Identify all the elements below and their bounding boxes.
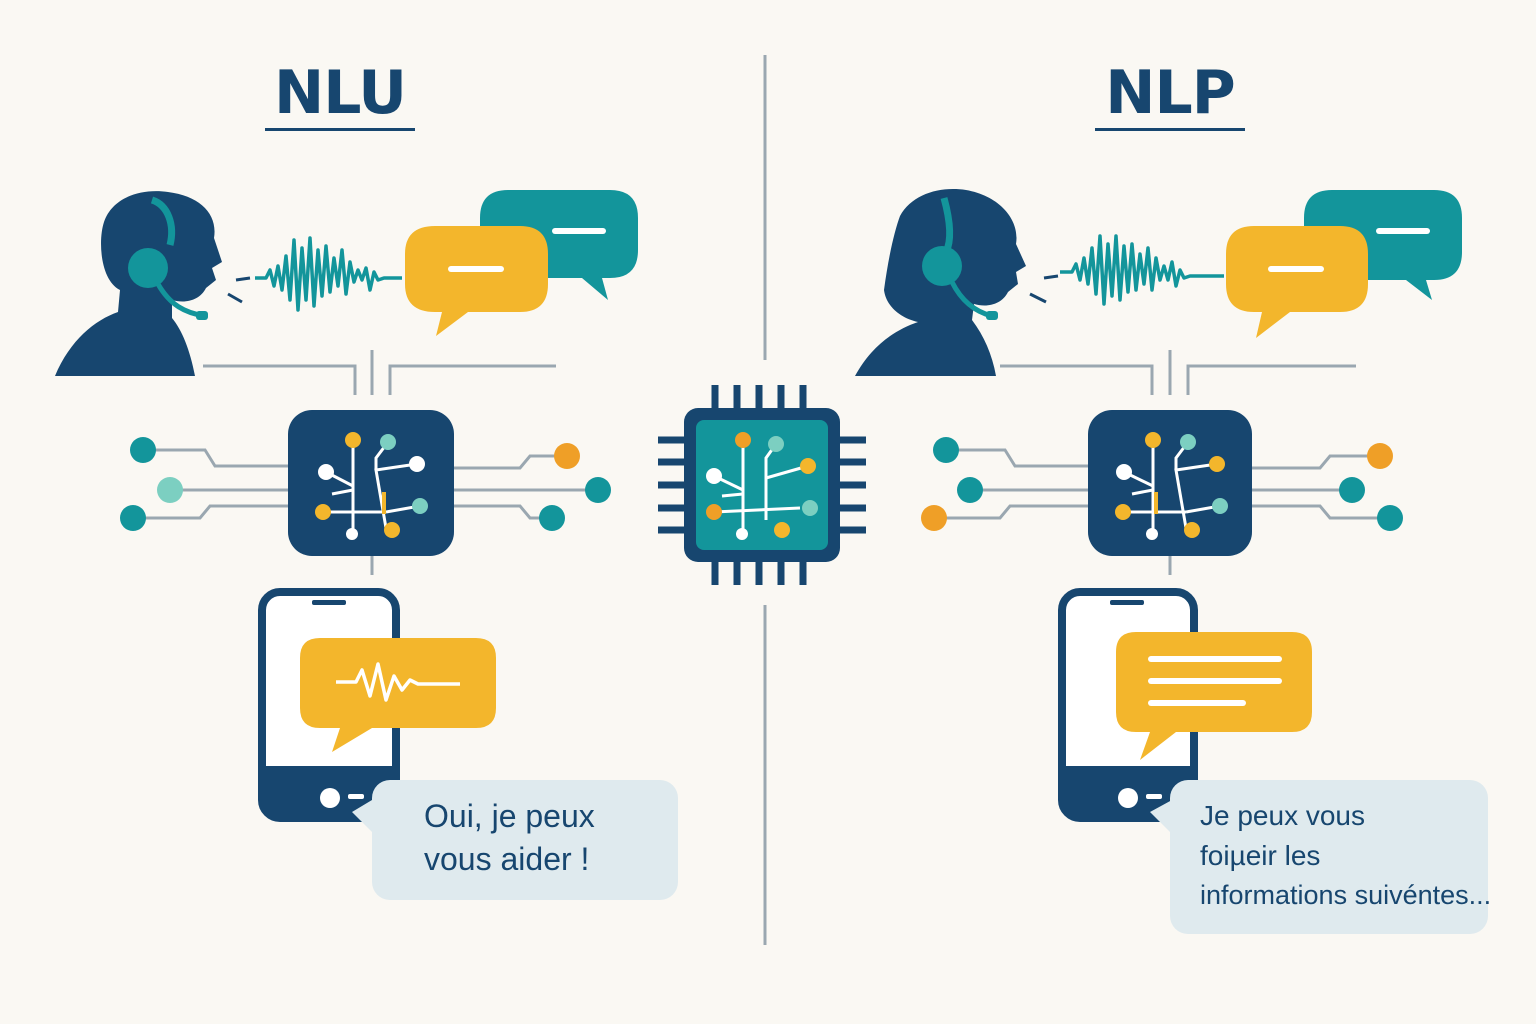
- nlu-panel: [55, 190, 678, 900]
- phone-message-bubble: [300, 638, 496, 752]
- neural-network-chip-icon: [1088, 410, 1252, 556]
- nlp-reply-line-2: foiµeir les: [1200, 840, 1321, 871]
- sound-wave-icon: [1060, 234, 1224, 306]
- circuit-traces: [934, 448, 1390, 520]
- nlu-reply-line-2: vous aider !: [424, 841, 590, 877]
- headset-man-icon: [55, 191, 251, 376]
- processor-chip-icon: [658, 385, 866, 585]
- nlp-title-underline: [1095, 128, 1245, 131]
- reply-box: [352, 780, 678, 900]
- circuit-traces: [133, 448, 596, 520]
- nlp-reply-line-3: informations suivéntes...: [1200, 880, 1492, 910]
- connector-lines: [1000, 350, 1356, 395]
- nlp-title: NLP: [1105, 58, 1235, 128]
- nlp-panel: [855, 189, 1488, 934]
- speech-bubble-icon: [1226, 190, 1462, 338]
- connector-lines: [203, 350, 556, 395]
- speech-bubble-icon: [405, 190, 638, 336]
- phone-message-bubble: [1116, 632, 1312, 760]
- circuit-nodes: [120, 437, 611, 531]
- reply-box: [1150, 780, 1488, 934]
- nlu-title: NLU: [273, 58, 407, 128]
- headset-woman-icon: [855, 189, 1059, 376]
- sound-wave-icon: [255, 236, 402, 312]
- nlu-title-underline: [265, 128, 415, 131]
- neural-network-chip-icon: [288, 410, 454, 556]
- nlu-reply-line-1: Oui, je peux: [424, 798, 595, 834]
- circuit-nodes: [921, 437, 1403, 531]
- nlp-reply-line-1: Je peux vous: [1200, 800, 1365, 831]
